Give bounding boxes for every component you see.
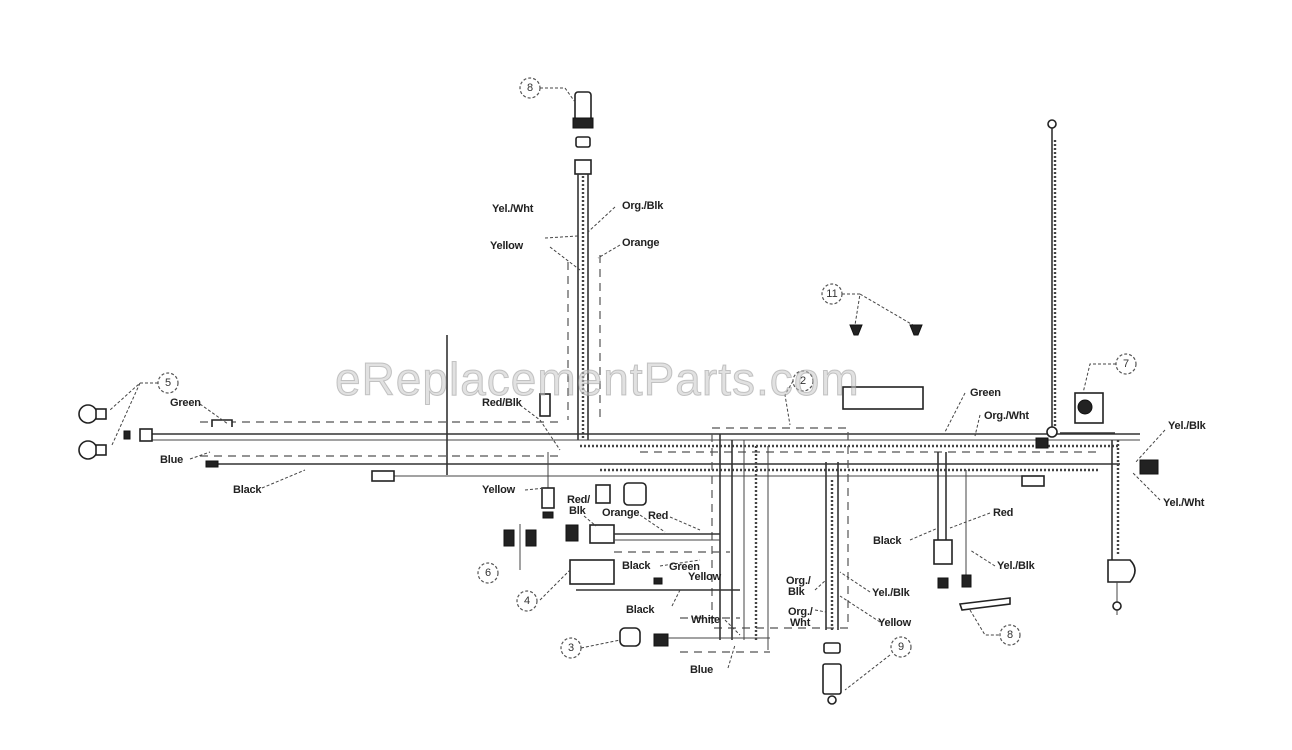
label-red-blk-stack-1: Red/	[567, 494, 591, 506]
label-blue-low: Blue	[690, 664, 714, 676]
label-green-mid: Green	[669, 561, 700, 573]
callout-5: 5	[164, 377, 172, 389]
callout-6: 6	[484, 567, 492, 579]
label-black-low: Black	[626, 604, 655, 616]
label-org-wht-low-2: Wht	[790, 617, 811, 629]
callout-8-top: 8	[526, 82, 534, 94]
label-white-low: White	[691, 614, 720, 626]
label-green-left: Green	[170, 397, 201, 409]
label-yel-blk-right: Yel./Blk	[1168, 420, 1206, 432]
headlight-bulbs	[78, 404, 153, 460]
label-org-wht-low-1: Org./	[788, 606, 813, 618]
label-blue-left: Blue	[160, 454, 184, 466]
label-red-right: Red	[993, 507, 1014, 519]
label-org-blk-low-1: Org./	[786, 575, 811, 587]
label-red-blk-stack-2: Blk	[569, 505, 586, 517]
ignition-switch-part	[572, 91, 594, 175]
callout-11: 11	[826, 288, 838, 300]
label-org-wht-right: Org./Wht	[984, 410, 1029, 422]
label-yellow-mid: Yellow	[482, 484, 516, 496]
label-yel-blk-right-low: Yel./Blk	[997, 560, 1035, 572]
label-yel-blk-low: Yel./Blk	[872, 587, 910, 599]
main-harness	[150, 421, 1140, 477]
callout-8-bottom: 8	[1006, 629, 1014, 641]
callout-3: 3	[567, 642, 575, 654]
label-orange-top: Orange	[622, 237, 660, 249]
label-yel-wht-top: Yel./Wht	[492, 203, 534, 215]
label-red-blk: Red/Blk	[482, 397, 522, 409]
label-black-right: Black	[873, 535, 902, 547]
label-orange-mid: Orange	[602, 507, 640, 519]
label-org-blk-top: Org./Blk	[622, 200, 664, 212]
label-yel-wht-right: Yel./Wht	[1163, 497, 1205, 509]
callout-4: 4	[523, 595, 531, 607]
label-green-right: Green	[970, 387, 1001, 399]
callout-7: 7	[1122, 358, 1130, 370]
callout-2: 2	[799, 375, 807, 387]
label-yellow-top: Yellow	[490, 240, 524, 252]
label-yellow-low: Yellow	[688, 571, 722, 583]
label-yellow-right-low: Yellow	[878, 617, 912, 629]
label-black-mid: Black	[622, 560, 651, 572]
label-org-blk-low-2: Blk	[788, 586, 805, 598]
callout-9: 9	[897, 641, 905, 653]
label-black-left: Black	[233, 484, 262, 496]
label-red-mid: Red	[648, 510, 669, 522]
